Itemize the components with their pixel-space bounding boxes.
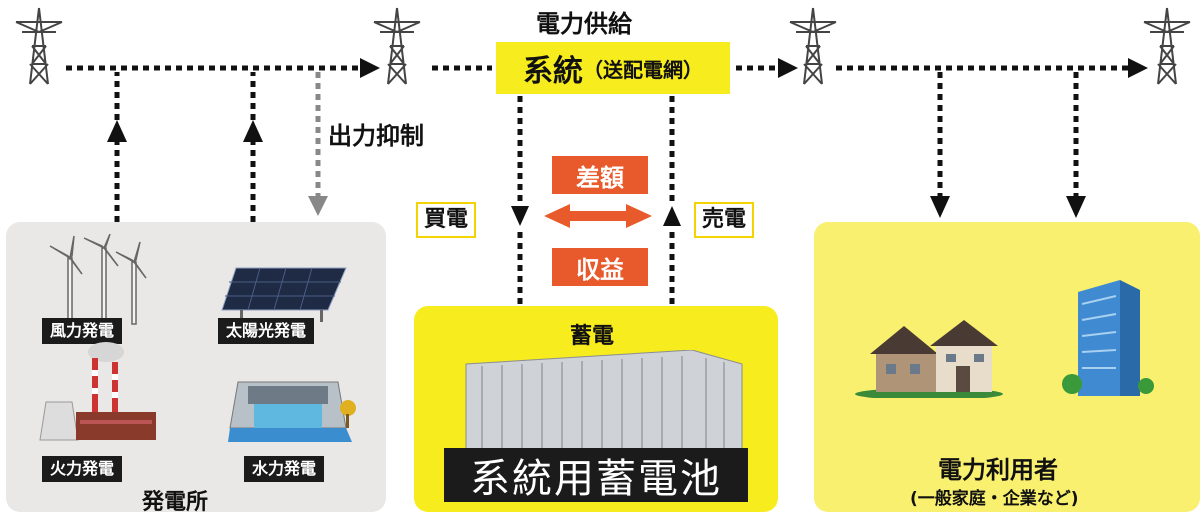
transmission-tower-icon bbox=[373, 7, 421, 85]
transmission-tower-icon bbox=[789, 7, 837, 85]
wind-turbine-icon bbox=[49, 234, 147, 325]
transmission-tower-icon bbox=[1143, 7, 1191, 85]
grid-main-label: 系統 bbox=[523, 54, 583, 89]
sell-power-label: 売電 bbox=[694, 202, 755, 238]
storage-panel: 蓄電 系統用蓄電池 bbox=[414, 306, 778, 512]
storage-label: 蓄電 bbox=[570, 324, 615, 349]
solar-power-caption: 太陽光発電 bbox=[218, 318, 315, 344]
power-plants-panel: 風力発電 太陽光発電 火力発電 水力発電 発電所 bbox=[6, 222, 386, 515]
hydro-dam-icon bbox=[228, 381, 356, 442]
office-building-icon bbox=[1062, 280, 1154, 396]
solar-panel-icon bbox=[221, 267, 347, 322]
buy-power-label: 買電 bbox=[416, 202, 477, 238]
power-plants-title: 発電所 bbox=[142, 490, 209, 515]
battery-container-icon bbox=[465, 350, 743, 459]
wind-power-caption: 風力発電 bbox=[42, 318, 123, 344]
transmission-tower-icon bbox=[15, 7, 63, 85]
grid-sub-label: （送配電網） bbox=[583, 57, 703, 82]
house-icon bbox=[855, 320, 1003, 398]
power-users-subtitle: (一般家庭・企業など) bbox=[910, 489, 1079, 509]
revenue-label: 収益 bbox=[552, 248, 648, 286]
curtailment-label: 出力抑制 bbox=[328, 122, 424, 150]
hydro-power-caption: 水力発電 bbox=[244, 456, 325, 482]
thermal-plant-icon bbox=[39, 342, 156, 441]
power-users-title: 電力利用者 bbox=[938, 456, 1058, 484]
thermal-power-caption: 火力発電 bbox=[42, 456, 123, 482]
power-supply-title: 電力供給 bbox=[536, 10, 632, 38]
grid-box: 系統 （送配電網） bbox=[496, 42, 730, 94]
power-users-panel: 電力利用者 (一般家庭・企業など) bbox=[814, 222, 1200, 512]
difference-label: 差額 bbox=[552, 156, 648, 194]
grid-battery-title: 系統用蓄電池 bbox=[444, 448, 748, 502]
